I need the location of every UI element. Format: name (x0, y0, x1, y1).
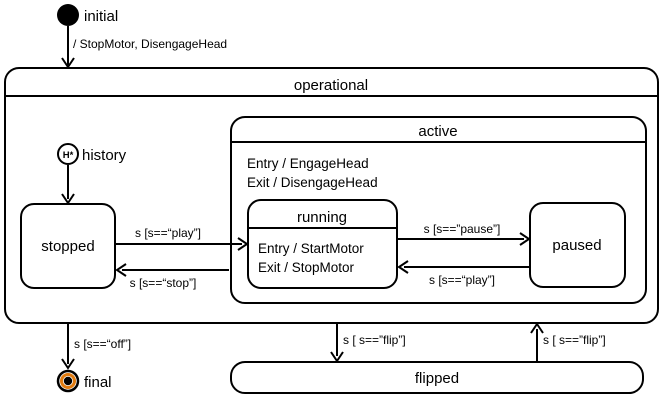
history-state-label: history (82, 147, 127, 164)
transition-running-to-paused: s [s==”pause”] (398, 222, 531, 246)
transition-label: s [s==“off”] (74, 337, 131, 351)
paused-state-border (529, 202, 626, 288)
operational-state-title: operational (294, 77, 368, 94)
active-state-title: active (418, 123, 457, 140)
transition-label: s [ s==”flip”] (543, 333, 606, 347)
transition-operational-to-final: s [s==“off”] (61, 324, 131, 370)
arrowhead-right-icon (519, 232, 531, 246)
final-state-label: final (84, 374, 112, 391)
transition-flipped-to-operational: s [ s==”flip”] (530, 322, 606, 362)
stopped-state-title: stopped (41, 238, 94, 255)
flipped-state-title: flipped (415, 370, 459, 387)
paused-state-title: paused (552, 237, 601, 254)
initial-pseudostate: initial (57, 4, 118, 26)
running-state-title: running (297, 209, 347, 226)
transition-label: / StopMotor, DisengageHead (73, 37, 227, 51)
arrowhead-down-icon (61, 57, 75, 69)
running-exit-action: Exit / StopMotor (258, 260, 355, 275)
arrowhead-down-icon (61, 358, 75, 370)
transition-label: s [s==“play”] (135, 226, 201, 240)
transition-label: s [s==”pause”] (424, 222, 501, 236)
transition-paused-to-running: s [s==“play”] (397, 260, 530, 287)
history-pseudostate: H* history (57, 143, 127, 165)
initial-state-label: initial (84, 8, 118, 25)
transition-active-to-stopped: s [s==“stop”] (115, 263, 229, 290)
final-state-orange-ring (60, 373, 76, 389)
history-state-icon (57, 143, 79, 165)
initial-state-icon (57, 4, 79, 26)
arrowhead-left-icon (397, 260, 409, 274)
active-entry-action: Entry / EngageHead (247, 156, 369, 171)
running-entry-action: Entry / StartMotor (258, 241, 364, 256)
active-exit-action: Exit / DisengageHead (247, 175, 378, 190)
transition-operational-to-flipped: s [ s==”flip”] (330, 324, 406, 363)
state-stopped: stopped (20, 203, 116, 289)
arrowhead-right-icon (237, 237, 249, 251)
transition-label: s [s==“stop”] (130, 276, 197, 290)
final-pseudostate: final (56, 369, 112, 393)
state-flipped: flipped (230, 361, 644, 394)
transition-stopped-to-running: s [s==“play”] (116, 226, 249, 251)
state-paused: paused (529, 202, 626, 288)
transition-label: s [ s==”flip”] (343, 333, 406, 347)
final-state-core-icon (63, 376, 73, 386)
arrowhead-up-icon (530, 322, 544, 334)
transition-label: s [s==“play”] (429, 273, 495, 287)
transition-initial-to-operational: / StopMotor, DisengageHead (61, 26, 227, 69)
state-running: running Entry / StartMotor Exit / StopMo… (247, 199, 398, 289)
flipped-state-border (230, 361, 644, 394)
arrowhead-left-icon (115, 263, 127, 277)
stopped-state-border (20, 203, 116, 289)
history-symbol: H* (63, 150, 74, 161)
